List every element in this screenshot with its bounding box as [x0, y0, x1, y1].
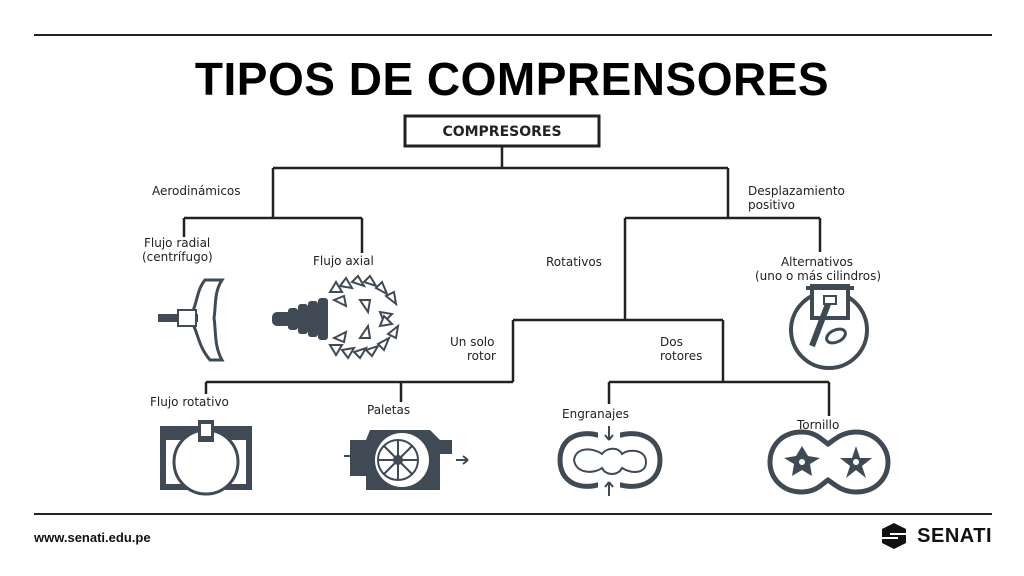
label-alternativos-1: Alternativos [781, 255, 853, 269]
label-dos-rotores-2: rotores [660, 349, 702, 363]
brand: SENATI [879, 521, 992, 551]
axial-compressor-icon [272, 274, 400, 360]
label-un-solo-2: rotor [467, 349, 496, 363]
label-flujo-radial-1: Flujo radial [144, 236, 210, 250]
brand-name: SENATI [917, 524, 992, 547]
rotary-flow-compressor-icon [160, 420, 252, 496]
top-rule [34, 34, 992, 36]
bottom-rule [34, 513, 992, 515]
root-box [403, 114, 601, 148]
gear-compressor-icon [557, 426, 663, 496]
slide-title: TIPOS DE COMPRENSORES [194, 53, 830, 105]
label-tornillo: Tornillo [796, 418, 839, 432]
label-rotativos: Rotativos [546, 255, 602, 269]
label-desplazamiento-2: positivo [748, 198, 795, 212]
centrifugal-compressor-icon [158, 278, 225, 362]
label-aerodinamicos: Aerodinámicos [152, 184, 241, 198]
screw-compressor-icon [767, 429, 891, 495]
label-desplazamiento-1: Desplazamiento [748, 184, 845, 198]
label-dos-rotores-1: Dos [660, 335, 683, 349]
connector-lines [182, 146, 831, 416]
label-engranajes: Engranajes [562, 407, 629, 421]
vane-compressor-icon [344, 430, 469, 490]
footer-url: www.senati.edu.pe [34, 530, 151, 545]
label-un-solo-1: Un solo [450, 335, 494, 349]
label-flujo-radial-2: (centrífugo) [142, 250, 213, 264]
label-paletas: Paletas [367, 403, 410, 417]
label-flujo-axial: Flujo axial [313, 254, 374, 268]
label-alternativos-2: (uno o más cilindros) [755, 269, 881, 283]
senati-logo-icon [882, 523, 907, 549]
label-flujo-rotativo: Flujo rotativo [150, 395, 229, 409]
reciprocating-compressor-icon [789, 284, 869, 370]
root-label: COMPRESORES [442, 124, 561, 140]
